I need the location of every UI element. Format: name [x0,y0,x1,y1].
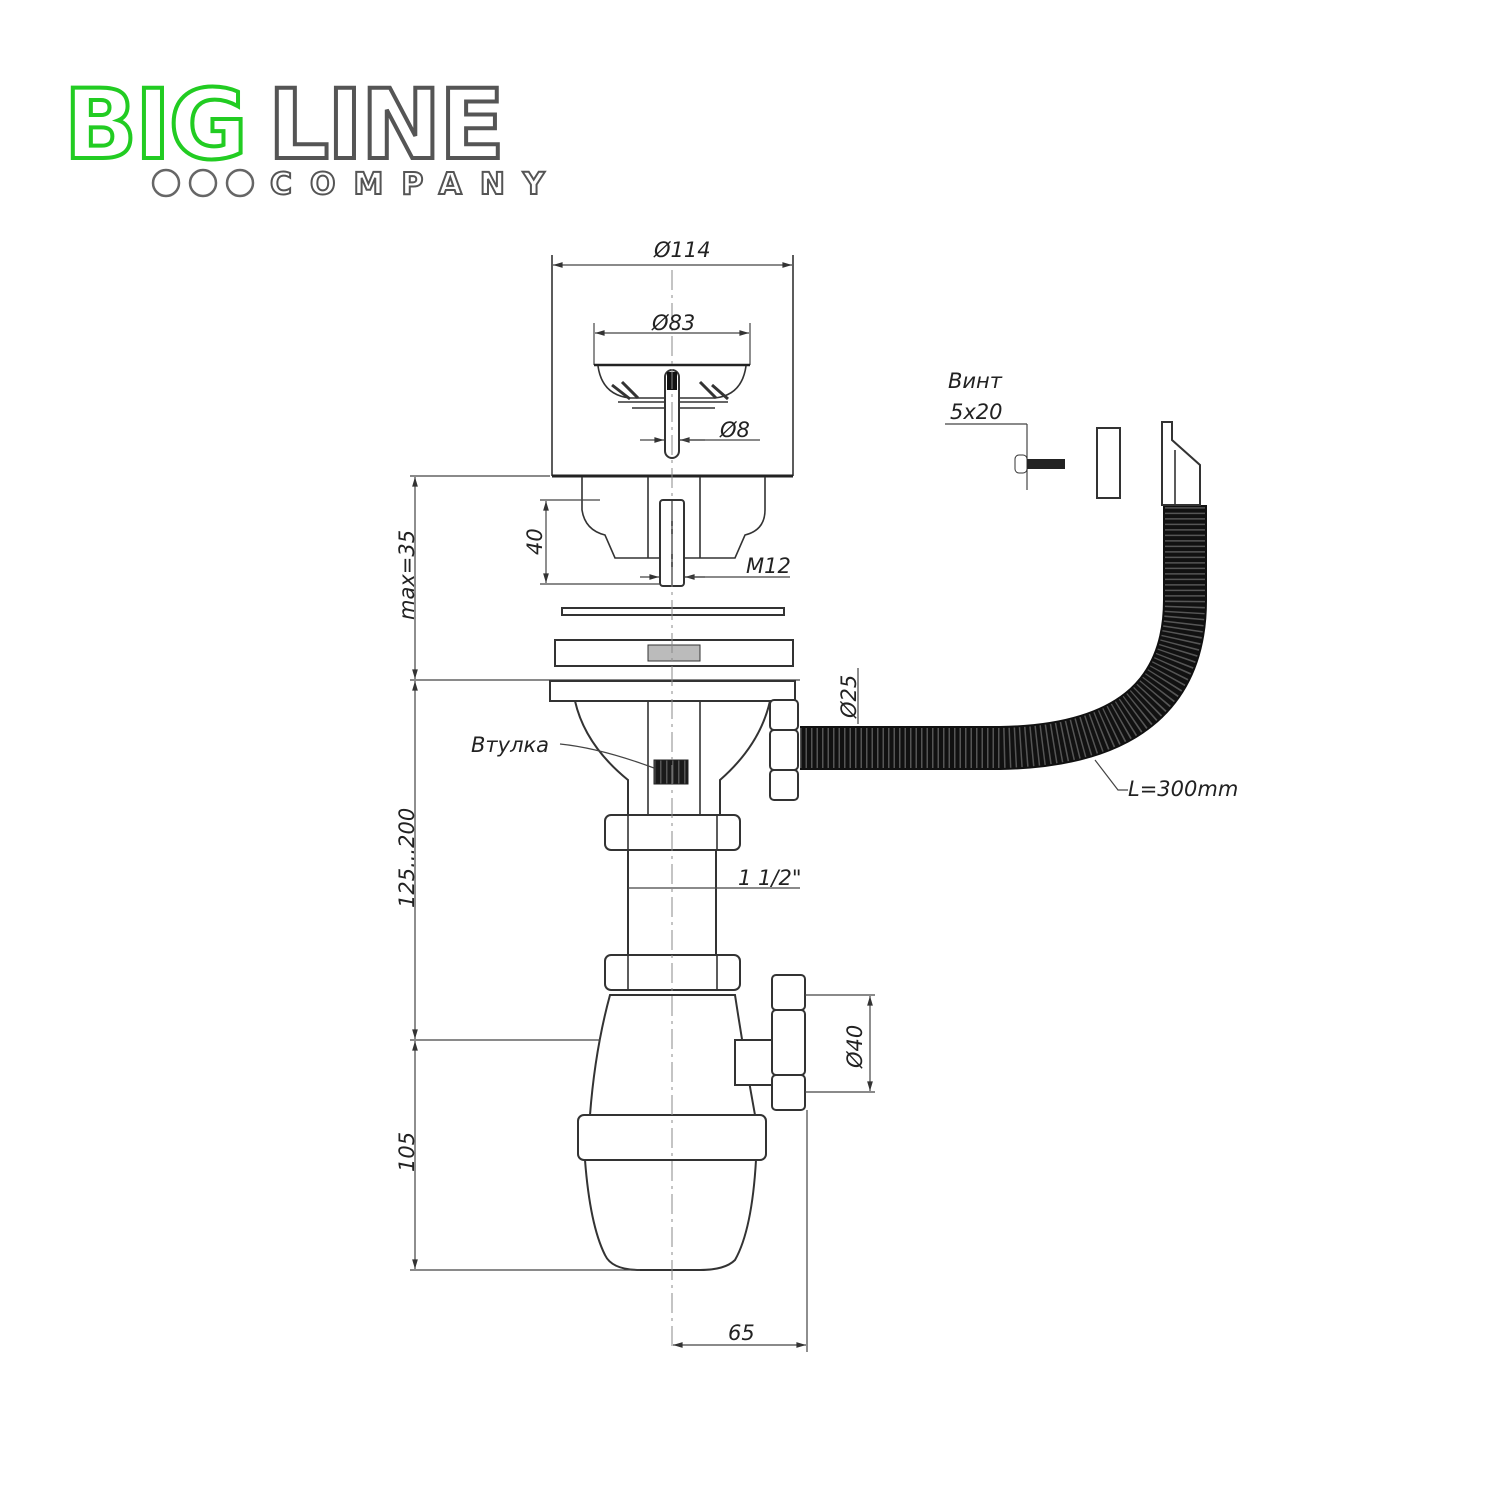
label-diameter-8: Ø8 [719,418,750,442]
label-max-35: max=35 [395,530,419,620]
label-diameter-25: Ø25 [837,675,861,719]
label-screw-size: 5x20 [950,400,1003,424]
label-width-65: 65 [728,1321,755,1345]
strainer-assembly [540,255,794,587]
logo-big-text: BIG [64,69,246,181]
label-thread-m12: M12 [746,554,791,578]
label-height-range: 125...200 [395,808,419,908]
logo-circle-icon [188,168,218,198]
logo-company-text: COMPANY [270,167,563,202]
label-hose-length: L=300mm [1128,777,1238,801]
label-diameter-114: Ø114 [653,238,711,262]
screw-shank [1027,459,1065,469]
label-height-40: 40 [523,528,547,555]
overflow-hose [800,421,1207,791]
logo-line-text: LINE [268,69,503,181]
spacer-part [1096,427,1121,499]
label-diameter-40: Ø40 [843,1025,867,1069]
label-screw: Винт [948,369,1003,393]
label-thread-1-1-2: 1 1/2" [738,866,802,890]
bigline-logo: BIG LINE COMPANY [62,67,563,203]
label-diameter-83: Ø83 [651,311,695,335]
logo-circle-icon [151,168,181,198]
mounting-parts [410,475,800,816]
label-height-105: 105 [395,1132,419,1172]
screw-parts [945,423,1121,499]
label-bushing: Втулка [471,733,549,757]
bushing-part [653,759,689,785]
siphon-trap [410,270,875,1352]
logo-circle-icon [225,168,255,198]
screw-head [1014,454,1028,474]
